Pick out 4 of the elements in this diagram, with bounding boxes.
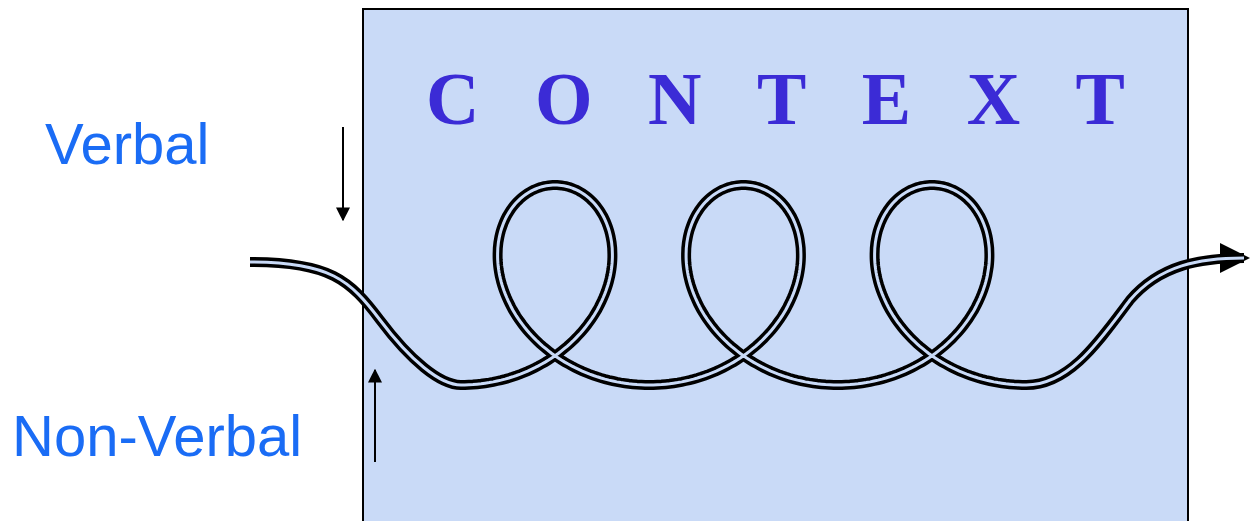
label-text: Verbal (45, 111, 210, 176)
context-box (362, 8, 1189, 521)
label-text: Non-Verbal (12, 403, 303, 468)
box-title: CONTEXT (425, 62, 1182, 136)
